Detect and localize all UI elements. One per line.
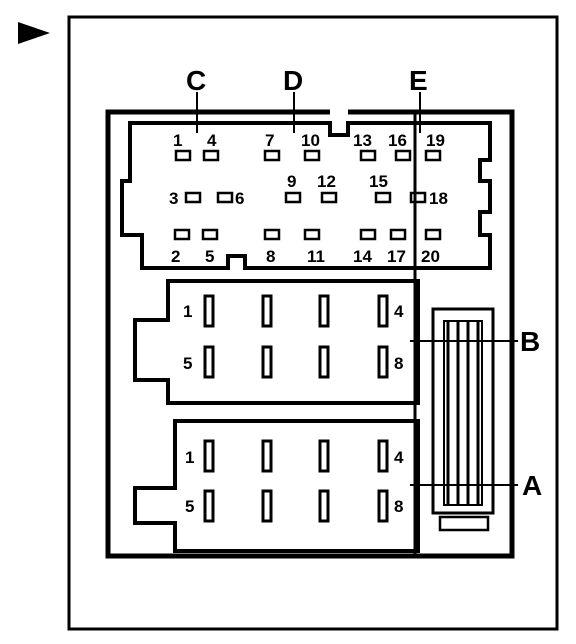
- connector-b-callout: B: [410, 326, 540, 357]
- connector-label-d: D: [283, 65, 303, 96]
- connector-label-a: A: [522, 470, 542, 501]
- connector-b-pin: [318, 345, 330, 379]
- pin-number-18: 18: [429, 189, 448, 208]
- pin-4: [202, 149, 220, 162]
- connector-label-b: B: [520, 326, 540, 357]
- pin-12: [320, 191, 338, 204]
- pin-number-5: 5: [205, 247, 214, 266]
- pin-5: [201, 228, 219, 241]
- pin-16: [394, 149, 412, 162]
- connector-a: 1 4 5 8: [133, 419, 420, 553]
- pin-19: [424, 149, 442, 162]
- connector-b-pin-1-label: 1: [183, 302, 192, 321]
- pin-number-10: 10: [301, 131, 320, 150]
- pin-number-15: 15: [369, 172, 388, 191]
- pin-9: [284, 191, 302, 204]
- pin-7: [263, 149, 281, 162]
- pin-number-7: 7: [265, 131, 274, 150]
- connector-b-pin-4-label: 4: [394, 302, 404, 321]
- connector-label-c: C: [186, 65, 206, 96]
- connector-a-pin: [261, 489, 273, 523]
- connector-b-pin: [261, 294, 273, 328]
- connector-b-pin: [377, 294, 389, 328]
- pin-number-1: 1: [173, 131, 182, 150]
- pin-3: [184, 191, 202, 204]
- connector-a-pin-8-label: 8: [394, 497, 403, 516]
- connector-letter-callouts: C D E: [186, 65, 428, 133]
- connector-b-pin: [377, 345, 389, 379]
- connector-a-pin: [203, 489, 215, 523]
- connector-a-pin-1-label: 1: [185, 448, 194, 467]
- pin-number-11: 11: [307, 247, 325, 266]
- connector-b: 1 4 5 8: [133, 279, 420, 405]
- connector-a-pin: [261, 439, 273, 473]
- top-connector-pin-numbers: 1 4 7 10 13 16 19 3 6 9 12 15 18 2 5 8 1…: [169, 131, 448, 266]
- pin-18: [409, 191, 427, 204]
- pin-number-12: 12: [317, 172, 336, 191]
- connector-a-pin: [318, 439, 330, 473]
- pin-number-9: 9: [287, 172, 296, 191]
- pin-10: [303, 149, 321, 162]
- connector-b-pin: [203, 294, 215, 328]
- pin-number-17: 17: [387, 247, 406, 266]
- pin-14: [359, 228, 377, 241]
- connector-a-pin: [377, 439, 389, 473]
- pin-15: [374, 191, 392, 204]
- connector-housing: [105, 109, 515, 559]
- outer-frame: [67, 15, 559, 631]
- pin-11: [303, 228, 321, 241]
- pin-6: [216, 191, 234, 204]
- pin-2: [173, 228, 191, 241]
- connector-b-pin-5-label: 5: [183, 354, 192, 373]
- pin-1: [174, 149, 192, 162]
- side-latch: [431, 307, 495, 532]
- top-connector-body: [120, 121, 492, 270]
- pin-number-4: 4: [207, 131, 217, 150]
- connector-a-callout: A: [410, 470, 542, 501]
- pin-17: [389, 228, 407, 241]
- top-connector-pins: [173, 149, 442, 241]
- pin-number-14: 14: [353, 247, 372, 266]
- pin-8: [263, 228, 281, 241]
- connector-a-pin: [377, 489, 389, 523]
- connector-a-pin: [318, 489, 330, 523]
- pin-13: [359, 149, 377, 162]
- pin-20: [424, 228, 442, 241]
- pin-number-20: 20: [421, 247, 440, 266]
- connector-label-e: E: [409, 65, 428, 96]
- pointer-arrow-icon: [18, 22, 50, 44]
- pin-number-8: 8: [266, 247, 275, 266]
- connector-a-pin-4-label: 4: [394, 448, 404, 467]
- connector-a-pin-5-label: 5: [185, 497, 194, 516]
- connector-b-pin: [261, 345, 273, 379]
- connector-b-pin: [318, 294, 330, 328]
- connector-b-body: [133, 279, 420, 405]
- pin-number-2: 2: [171, 247, 180, 266]
- pin-number-16: 16: [388, 131, 407, 150]
- connector-b-pin-8-label: 8: [394, 354, 403, 373]
- pin-number-3: 3: [169, 189, 178, 208]
- pin-number-19: 19: [426, 131, 445, 150]
- connector-a-pin: [203, 439, 215, 473]
- connector-b-pin: [203, 345, 215, 379]
- connector-a-body: [133, 419, 420, 553]
- pin-number-13: 13: [353, 131, 372, 150]
- pin-number-6: 6: [235, 189, 244, 208]
